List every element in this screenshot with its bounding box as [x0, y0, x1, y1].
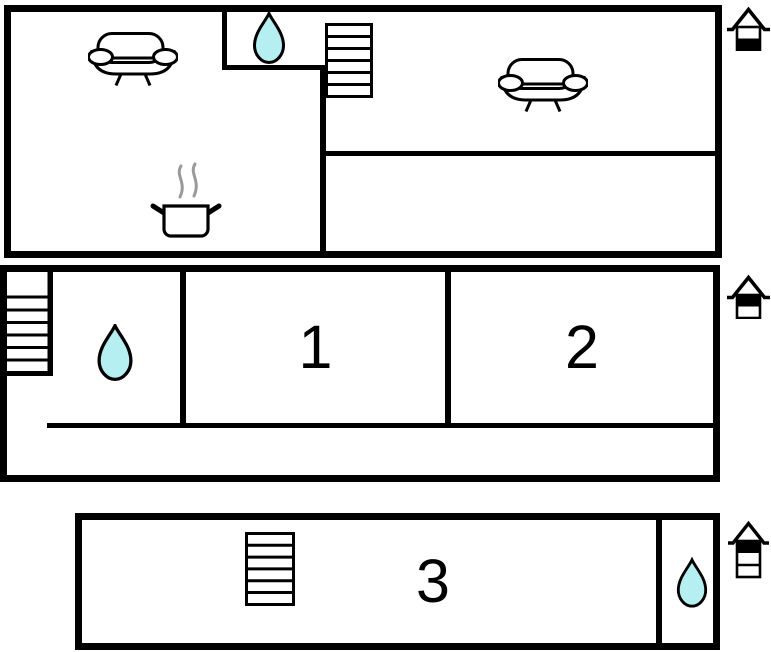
wall-room1-room2	[445, 272, 451, 428]
room-3-label: 3	[416, 547, 450, 615]
water-drop-icon	[252, 12, 286, 64]
room-2-label: 2	[565, 313, 599, 381]
sofa-icon	[498, 58, 588, 112]
wall-bathroom-room1	[180, 272, 186, 428]
house-level-icon-3-storey-top-filled	[728, 520, 769, 579]
floor-plan-bottom: 3	[75, 513, 720, 650]
wall-divider-right-section	[326, 151, 715, 156]
floor-plan-middle: 1 2	[0, 265, 720, 482]
wall-room3-bathroom	[656, 520, 662, 643]
floor-plan-top	[4, 5, 722, 258]
stairs-icon	[7, 272, 53, 376]
room-1-label: 1	[298, 313, 333, 381]
water-drop-icon	[676, 557, 708, 608]
house-level-icon-top-filled	[727, 274, 770, 319]
sofa-icon	[88, 32, 178, 86]
wall-rooms-bottom	[47, 423, 713, 428]
water-drop-icon	[97, 324, 133, 381]
house-level-icon-bottom-filled	[727, 6, 770, 51]
stairs-icon	[245, 532, 295, 606]
stairs-icon	[325, 23, 373, 98]
wall-vertical-main	[320, 12, 326, 251]
cooking-pot-icon	[150, 162, 222, 238]
